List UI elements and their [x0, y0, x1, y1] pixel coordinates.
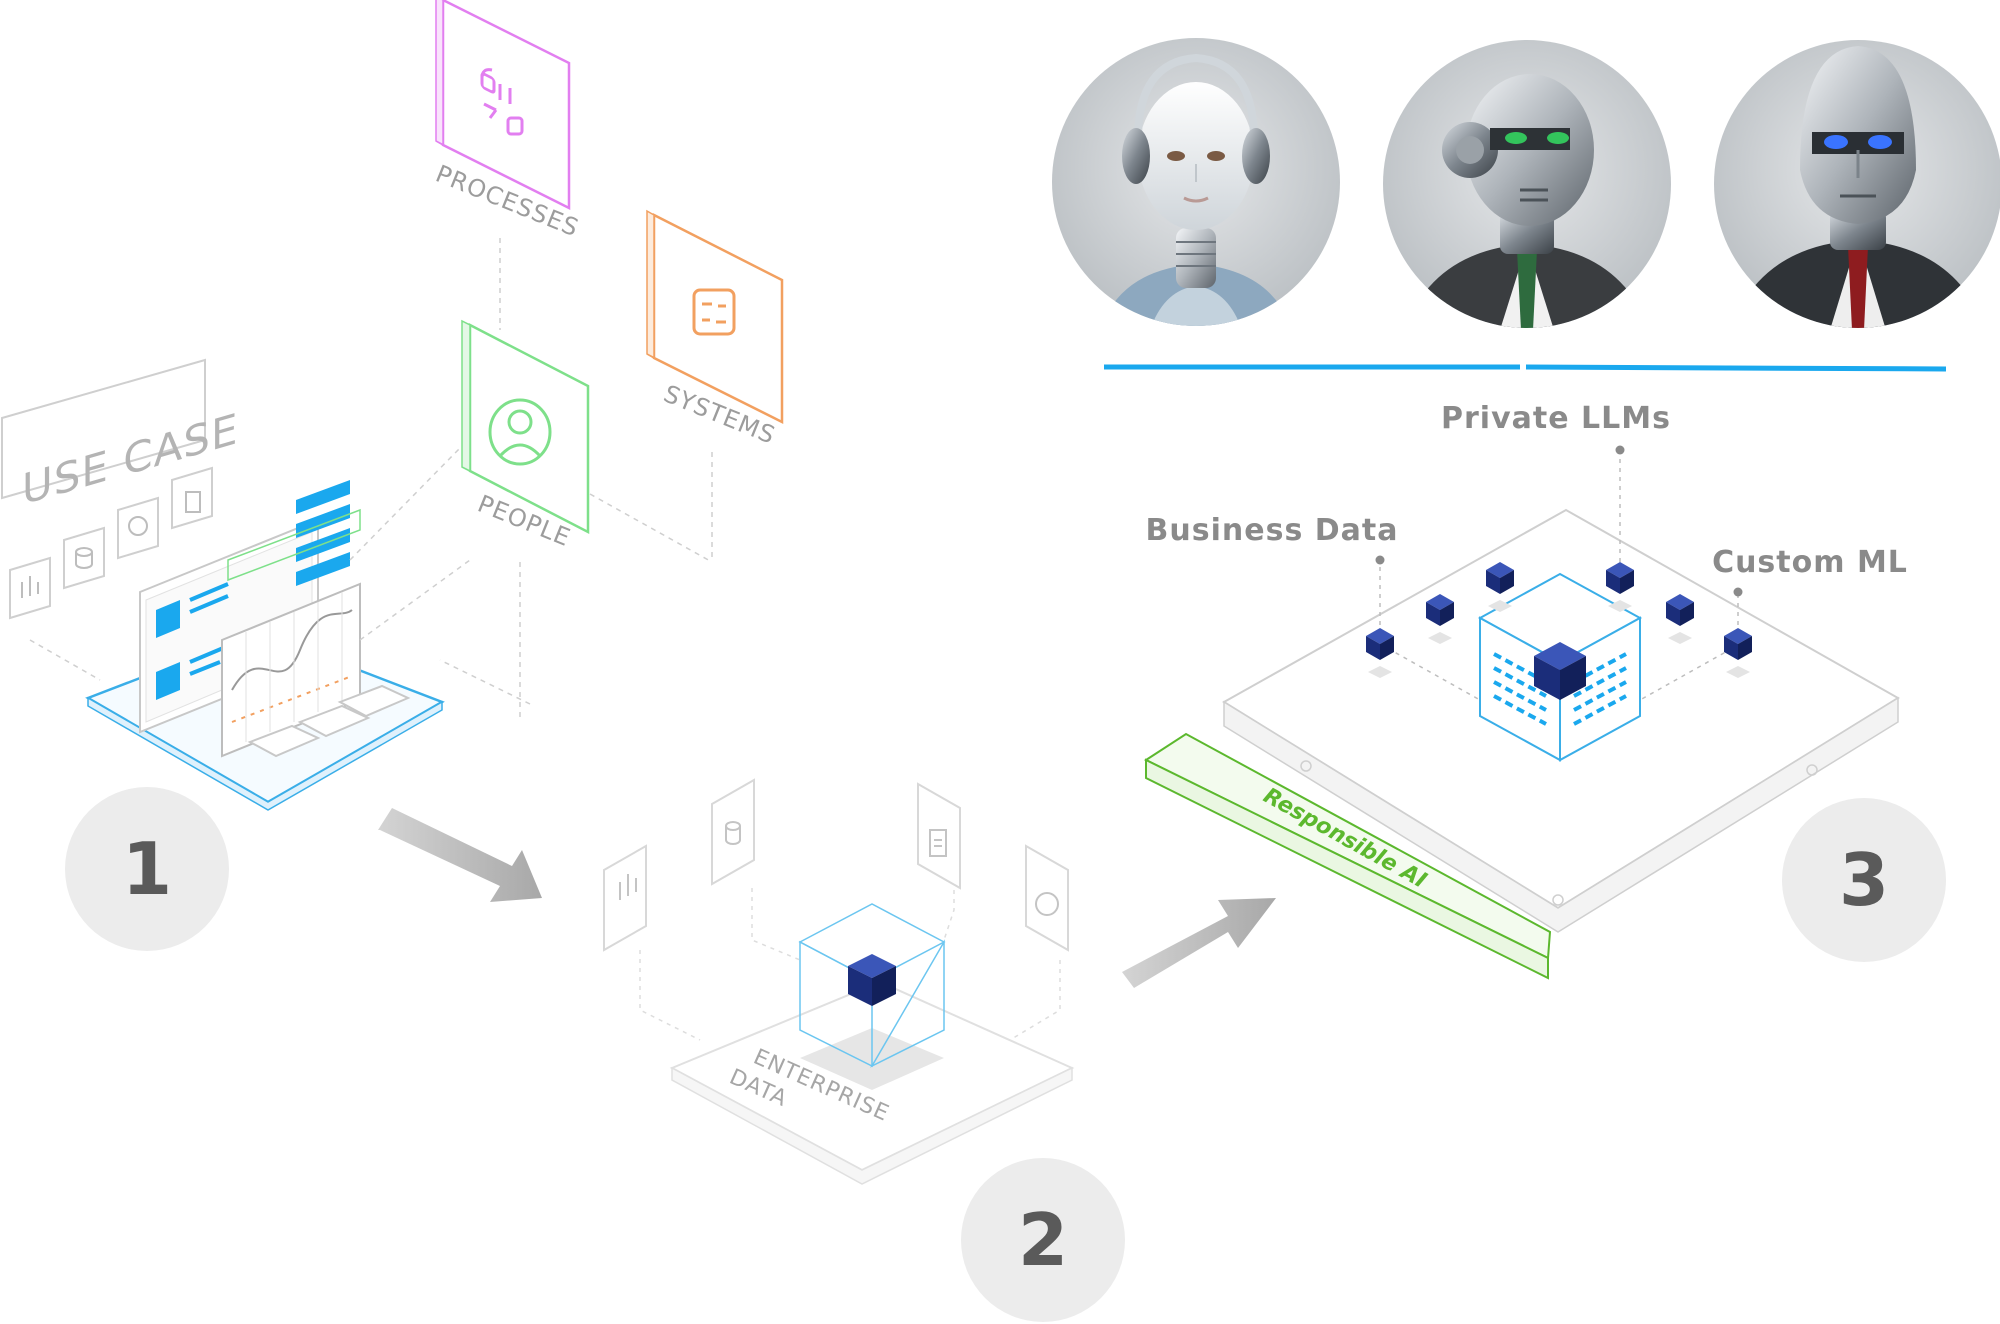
business-data-label: Business Data [1146, 513, 1399, 548]
step-1-badge: 1 [65, 787, 229, 951]
satellite-cubes [1366, 562, 1752, 678]
robot-green-eyes-suit-icon [1404, 74, 1650, 328]
pie-source-icon [1025, 844, 1069, 952]
robot-blue-eyes-suit-icon [1730, 46, 1986, 328]
use-case-sign: USE CASE [1, 358, 239, 620]
business-data-cube-icon [1366, 628, 1394, 678]
data-cube-icon [1426, 594, 1454, 644]
processes-flow-icon [480, 68, 524, 136]
systems-card: SYSTEMS [646, 209, 784, 562]
llm-core-cube [1477, 572, 1643, 762]
document-tile-icon [171, 466, 213, 530]
private-llm-cube-icon [1606, 562, 1634, 612]
arrow-step2-to-step3 [1122, 898, 1276, 988]
step-1-number: 1 [122, 827, 172, 911]
enterprise-data-cube-icon [848, 954, 896, 1006]
data-cube-icon [1666, 594, 1694, 644]
data-cube-icon [1486, 562, 1514, 612]
database-source-icon [711, 778, 755, 886]
avatar-row [1052, 38, 2000, 328]
systems-server-icon [692, 288, 736, 336]
document-source-icon [917, 782, 961, 890]
person-icon [488, 398, 552, 466]
step-2-number: 2 [1018, 1198, 1068, 1282]
database-tile-icon [63, 526, 105, 590]
bar-chart-source-icon [603, 844, 647, 952]
step-2-badge: 2 [961, 1158, 1125, 1322]
arrow-step1-to-step2 [378, 808, 542, 902]
custom-ml-cube-icon [1724, 628, 1752, 678]
private-llms-label: Private LLMs [1441, 401, 1671, 436]
dashboard-laptop-illustration [29, 447, 471, 811]
step-2-enterprise-data-group: ENTERPRISE DATA [603, 778, 1075, 1185]
pie-tile-icon [117, 496, 159, 560]
avatar [1714, 40, 2000, 328]
avatars-underline [1104, 364, 1947, 372]
custom-ml-label: Custom ML [1712, 545, 1908, 580]
step-3-number: 3 [1839, 838, 1889, 922]
avatar [1052, 38, 1340, 326]
female-robot-headset-icon [1100, 53, 1292, 326]
processes-card: PROCESSES [432, 0, 583, 330]
pillars-group: PROCESSES SYSTEMS PEOPLE [432, 0, 784, 720]
avatar [1383, 40, 1671, 328]
step-1-use-case-group: USE CASE [1, 358, 471, 811]
step-3-badge: 3 [1782, 798, 1946, 962]
